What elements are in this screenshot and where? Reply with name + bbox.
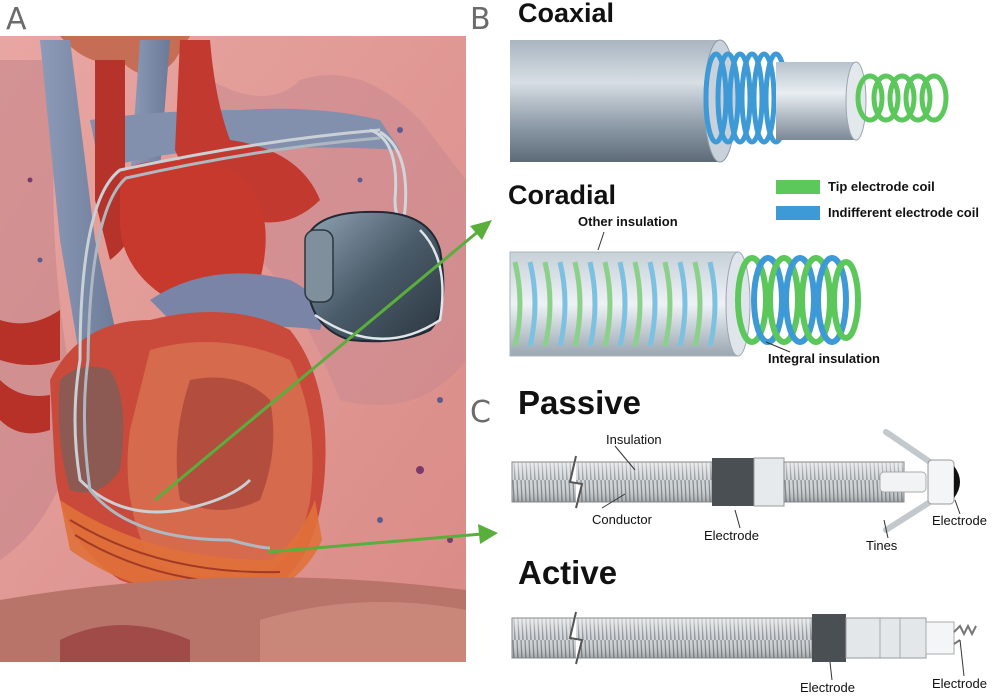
tip-electrode-label-passive: Electrode — [932, 513, 987, 528]
electrode-label-active: Electrode — [800, 680, 855, 695]
coaxial-title: Coaxial — [518, 0, 615, 28]
tines-label: Tines — [866, 538, 898, 553]
legend-swatch-indifferent — [776, 206, 820, 220]
panel-label-b: B — [470, 2, 491, 37]
panel-label-c: C — [470, 395, 491, 430]
integral-insulation-label: Integral insulation — [768, 351, 880, 366]
insulation-label: Insulation — [606, 432, 662, 447]
panel-label-a: A — [6, 2, 27, 37]
conductor-label: Conductor — [592, 512, 652, 527]
legend-label-indifferent: Indifferent electrode coil — [828, 205, 979, 220]
active-title: Active — [518, 554, 618, 591]
legend-swatch-tip — [776, 180, 820, 194]
passive-title: Passive — [518, 384, 641, 421]
other-insulation-label: Other insulation — [578, 214, 678, 229]
electrode-label-passive: Electrode — [704, 528, 759, 543]
legend-label-tip: Tip electrode coil — [828, 179, 935, 194]
tip-electrode-label-active: Electrode — [932, 676, 987, 691]
coradial-title: Coradial — [508, 180, 617, 210]
